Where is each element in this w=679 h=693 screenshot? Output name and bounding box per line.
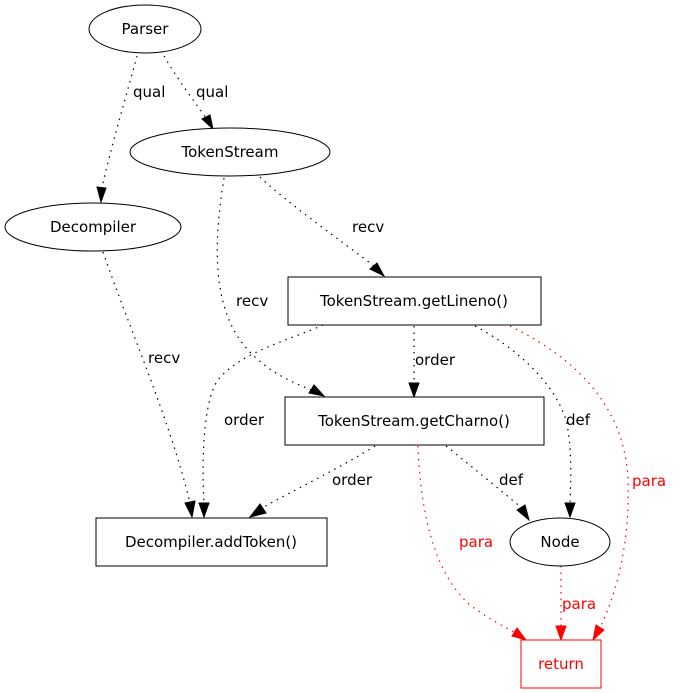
edge-label: recv (148, 349, 180, 367)
edge-getcharno-addtoken: order (248, 445, 376, 518)
node-addtoken[interactable]: Decompiler.addToken() (95, 517, 328, 567)
edge-getlineno-getcharno: order (408, 326, 456, 399)
arrowhead (198, 502, 210, 519)
edge-getcharno-node: def (445, 445, 530, 522)
box-shape (520, 639, 602, 689)
edge-line (102, 251, 191, 504)
edge-label: recv (352, 218, 384, 236)
node-node[interactable]: Node (509, 517, 611, 567)
edge-decompiler-addtoken: recv (102, 251, 196, 519)
edge-line (216, 177, 313, 391)
edge-parser-decompiler: qual (96, 55, 165, 204)
edge-label: def (499, 471, 524, 489)
arrowhead (564, 502, 576, 519)
edge-label: para (459, 533, 493, 551)
node-label: return (538, 655, 584, 673)
edge-getlineno-return: para (509, 325, 666, 642)
arrowhead (96, 186, 107, 204)
edge-label: qual (133, 83, 165, 101)
edge-tokenstream-getcharno: recv (216, 177, 326, 397)
edge-getcharno-return: para (417, 445, 528, 641)
node-label: TokenStream (181, 143, 279, 161)
edge-label: order (224, 411, 265, 429)
edge-line (259, 176, 375, 267)
edge-parser-tokenstream: qual (163, 55, 228, 131)
edge-line (261, 445, 376, 509)
node-parser[interactable]: Parser (88, 4, 202, 54)
node-decompiler[interactable]: Decompiler (4, 202, 182, 252)
node-label: TokenStream.getCharno() (317, 412, 510, 430)
ellipse-shape (509, 517, 611, 567)
arrowhead (516, 504, 530, 522)
node-label: Decompiler.addToken() (125, 533, 297, 551)
arrowhead (369, 262, 386, 278)
box-shape (284, 396, 545, 446)
edge-label: order (332, 471, 373, 489)
edge-getlineno-node: def (474, 325, 591, 519)
arrowhead (592, 624, 605, 642)
node-getcharno[interactable]: TokenStream.getCharno() (284, 396, 545, 446)
edge-label: recv (236, 292, 268, 310)
box-shape (95, 517, 328, 567)
ellipse-shape (88, 4, 202, 54)
arrowhead (184, 500, 196, 519)
arrowhead (408, 382, 420, 399)
node-label: Node (540, 533, 579, 551)
edge-node-return: para (555, 566, 596, 642)
edge-label: def (566, 411, 591, 429)
edge-label: para (562, 595, 596, 613)
node-label: Decompiler (50, 218, 137, 236)
edge-line (101, 55, 138, 189)
ellipse-shape (129, 127, 331, 177)
arrowhead (248, 503, 267, 518)
arrowhead (308, 384, 326, 397)
box-shape (287, 276, 542, 326)
edge-line (163, 55, 207, 119)
edge-line (509, 325, 629, 629)
arrowhead (511, 627, 528, 641)
arrowhead (555, 625, 567, 642)
ellipse-shape (4, 202, 182, 252)
edge-getlineno-addtoken: order (198, 324, 324, 519)
edge-label: order (415, 351, 456, 369)
node-label: TokenStream.getLineno() (319, 292, 508, 310)
edge-tokenstream-getlineno: recv (259, 176, 386, 278)
node-return[interactable]: return (520, 639, 602, 689)
arrowhead (201, 114, 214, 131)
edge-label: para (632, 472, 666, 490)
node-getlineno[interactable]: TokenStream.getLineno() (287, 276, 542, 326)
node-label: Parser (122, 20, 170, 38)
node-tokenstream[interactable]: TokenStream (129, 127, 331, 177)
edge-label: qual (196, 83, 228, 101)
